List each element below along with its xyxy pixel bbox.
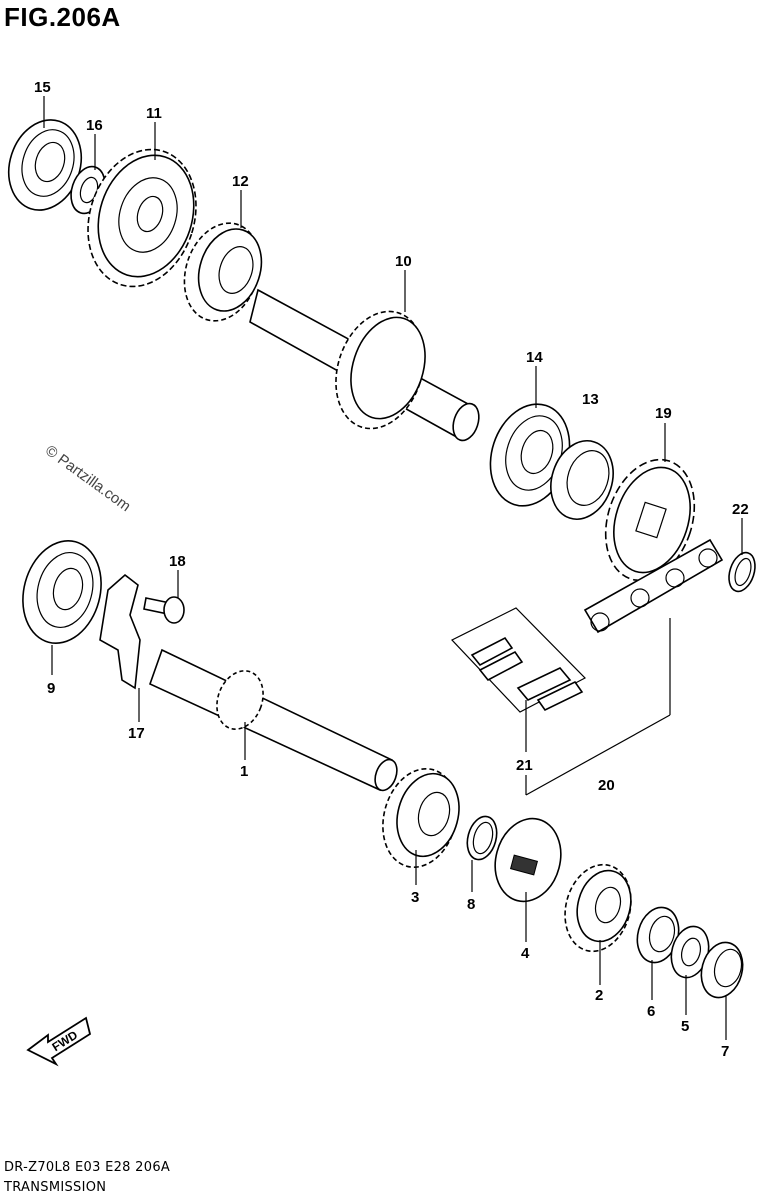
callout-20: 20 bbox=[598, 777, 615, 794]
part-9-bearing[interactable] bbox=[12, 532, 112, 652]
part-8-circlip[interactable] bbox=[463, 813, 501, 863]
callout-7: 7 bbox=[721, 1043, 729, 1060]
part-10-countershaft[interactable] bbox=[249, 288, 483, 444]
part-4-gear-hub[interactable] bbox=[486, 811, 570, 909]
part-21-chain-joint[interactable] bbox=[451, 607, 586, 713]
callout-13: 13 bbox=[582, 391, 599, 408]
model-code: DR-Z70L8 E03 E28 206A bbox=[4, 1160, 171, 1175]
forward-direction-arrow: FWD bbox=[26, 1016, 92, 1067]
part-22-circlip[interactable] bbox=[724, 549, 758, 594]
callout-11: 11 bbox=[146, 105, 162, 122]
callout-16: 16 bbox=[86, 117, 103, 134]
callout-6: 6 bbox=[647, 1003, 655, 1020]
section-name: TRANSMISSION bbox=[4, 1180, 107, 1195]
part-19-sprocket[interactable] bbox=[591, 448, 709, 592]
part-18-screw[interactable] bbox=[143, 596, 185, 624]
part-20-drive-chain[interactable] bbox=[583, 538, 724, 634]
callout-5: 5 bbox=[681, 1018, 689, 1035]
part-7-needle-bearing[interactable] bbox=[695, 938, 748, 1002]
callout-14: 14 bbox=[526, 349, 543, 366]
part-11-gear[interactable] bbox=[71, 135, 213, 300]
callout-9: 9 bbox=[47, 680, 55, 697]
callout-8: 8 bbox=[467, 896, 475, 913]
part-2-gear[interactable] bbox=[556, 857, 641, 959]
callout-1: 1 bbox=[240, 763, 248, 780]
callout-4: 4 bbox=[521, 945, 530, 962]
figure-title: FIG.206A bbox=[4, 2, 121, 32]
part-13-oil-seal[interactable] bbox=[541, 433, 623, 528]
part-1-main-shaft[interactable] bbox=[149, 648, 401, 793]
callout-19: 19 bbox=[655, 405, 672, 422]
callout-17: 17 bbox=[128, 725, 145, 742]
part-3-gear[interactable] bbox=[372, 760, 468, 875]
callout-18: 18 bbox=[169, 553, 186, 570]
callout-21: 21 bbox=[516, 757, 533, 774]
callout-10: 10 bbox=[395, 253, 412, 270]
callout-15: 15 bbox=[34, 79, 51, 96]
part-6-bushing[interactable] bbox=[631, 903, 684, 967]
callout-22: 22 bbox=[732, 501, 749, 518]
callout-3: 3 bbox=[411, 889, 419, 906]
part-12-gear[interactable] bbox=[172, 213, 271, 330]
leader-lines bbox=[43, 96, 743, 1040]
part-17-bearing-retainer[interactable] bbox=[99, 573, 141, 690]
callout-12: 12 bbox=[232, 173, 249, 190]
callout-2: 2 bbox=[595, 987, 603, 1004]
